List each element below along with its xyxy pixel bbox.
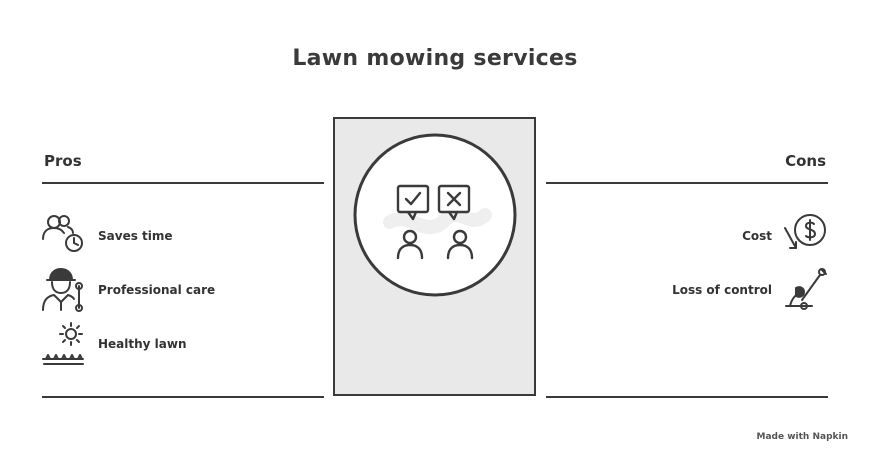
diagram-title: Lawn mowing services (292, 46, 578, 71)
pros-bottom-divider (42, 396, 324, 398)
cons-top-divider (546, 182, 828, 184)
dollar-down-icon (784, 214, 826, 249)
cons-bottom-divider (546, 396, 828, 398)
footer-credit: Made with Napkin (756, 432, 848, 442)
pros-top-divider (42, 182, 324, 184)
hand-mower-icon (785, 268, 827, 310)
pro-item-label: Healthy lawn (98, 337, 187, 351)
worker-wrench-icon (42, 268, 83, 312)
pro-item-label: Saves time (98, 229, 173, 243)
pros-heading: Pros (44, 152, 82, 170)
pro-item-label: Professional care (98, 283, 216, 297)
cons-heading: Cons (785, 152, 826, 170)
two-people-check-cross-icon (353, 133, 517, 297)
con-item-label: Loss of control (672, 283, 772, 297)
con-item-label: Cost (742, 229, 772, 243)
user-clock-icon (42, 215, 83, 252)
sun-grass-icon (42, 322, 84, 365)
